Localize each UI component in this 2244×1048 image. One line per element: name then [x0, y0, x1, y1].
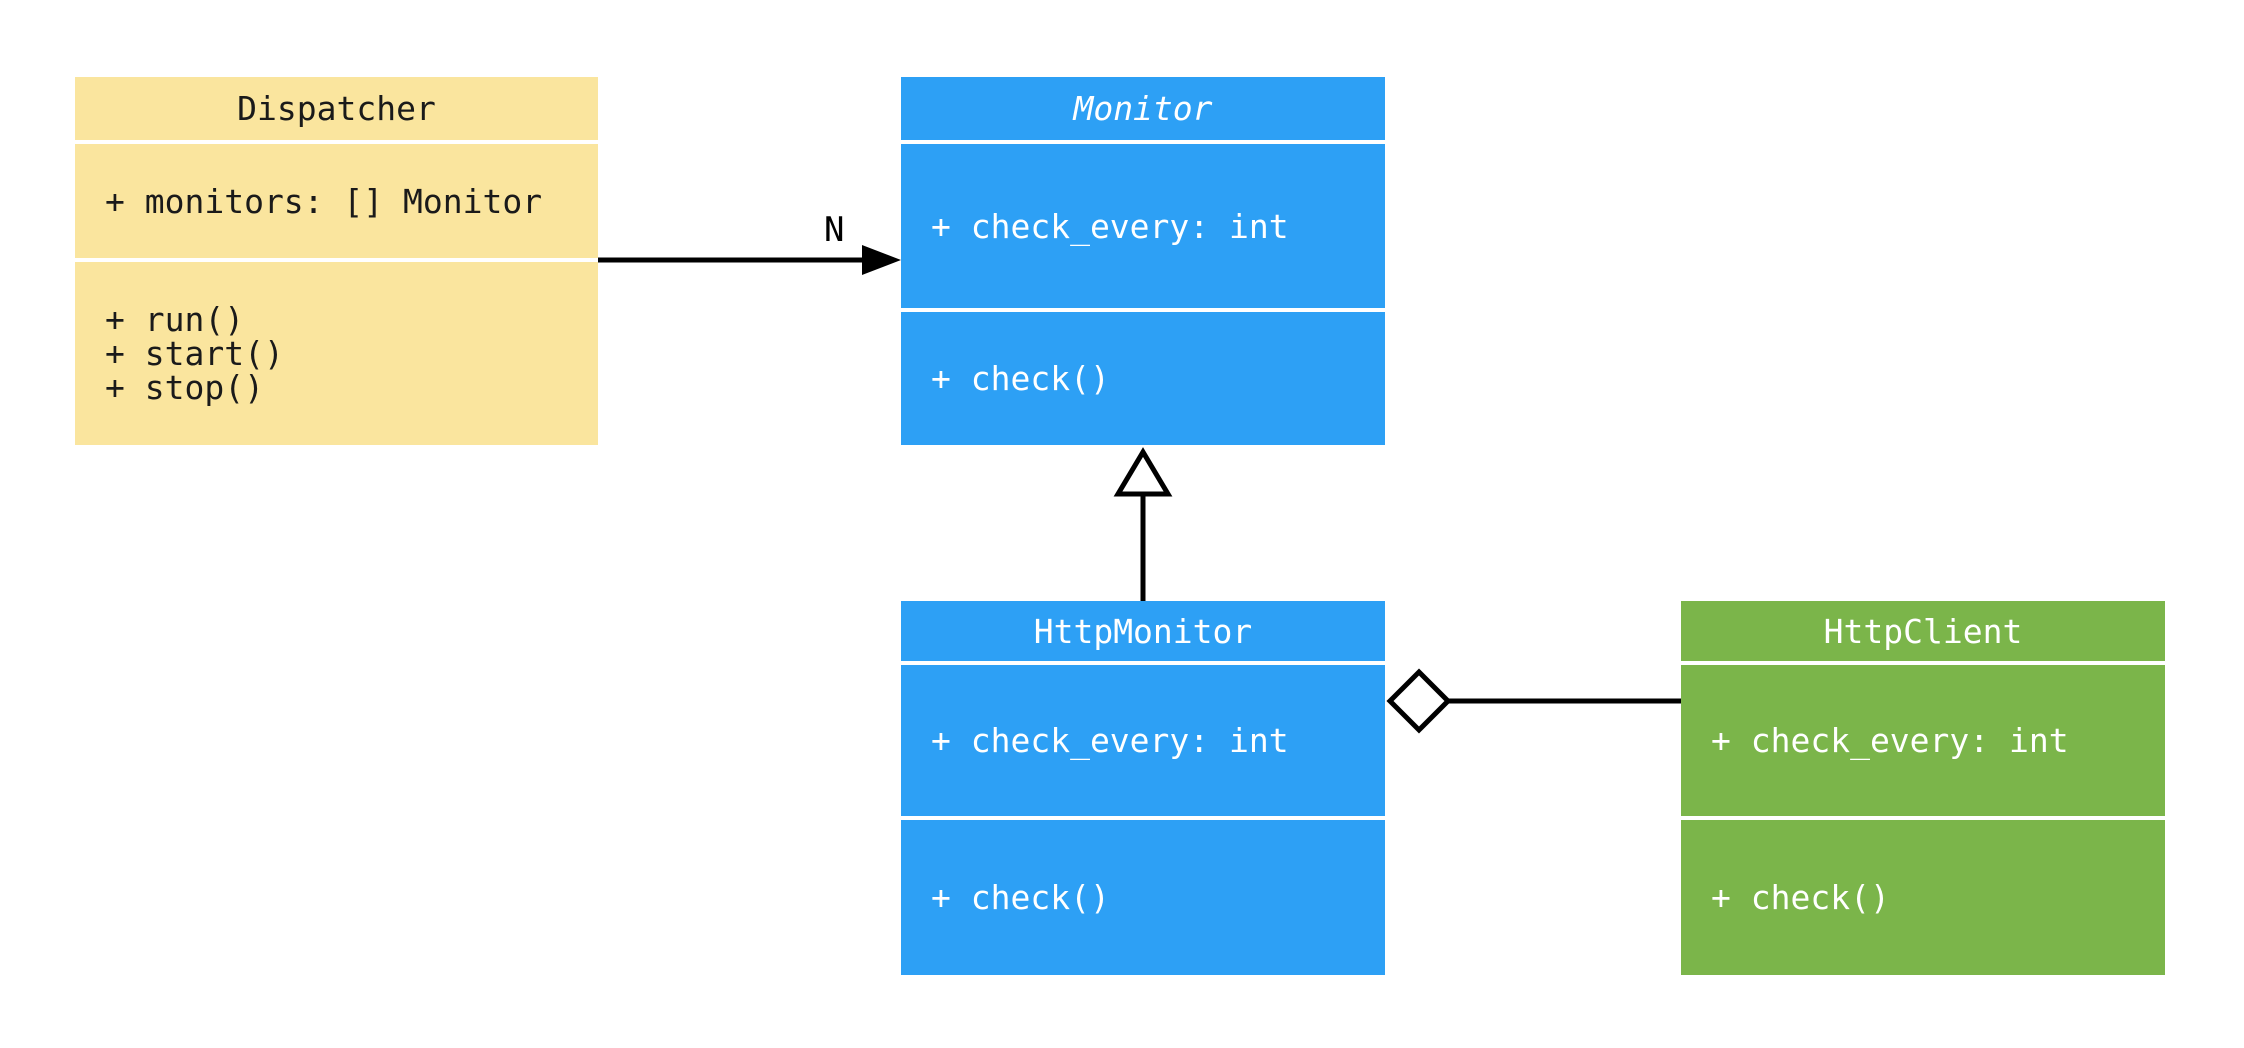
- class-title: Monitor: [901, 77, 1385, 140]
- method-label: + run(): [105, 299, 245, 339]
- class-title: HttpMonitor: [901, 601, 1385, 661]
- inheritance-triangle-icon: [1113, 447, 1173, 497]
- multiplicity-label: N: [824, 210, 845, 250]
- aggregation-diamond-icon: [1386, 668, 1452, 734]
- method-label: + check(): [1711, 877, 1890, 917]
- method-label: + stop(): [105, 367, 264, 407]
- attribute-label: + monitors: [] Monitor: [105, 181, 543, 221]
- class-attributes-section: + check_every: int: [901, 665, 1385, 816]
- class-title: Dispatcher: [75, 77, 598, 140]
- class-name-label: HttpMonitor: [1033, 611, 1253, 651]
- method-label: + start(): [105, 333, 284, 373]
- class-box-monitor[interactable]: Monitor + check_every: int + check(): [901, 77, 1385, 445]
- class-methods-section: + run() + start() + stop(): [75, 262, 598, 445]
- arrowhead-icon: [862, 245, 901, 275]
- class-title: HttpClient: [1681, 601, 2165, 661]
- aggregation-edge-httpmonitor-httpclient[interactable]: [1386, 668, 1681, 734]
- class-attributes-section: + check_every: int: [901, 144, 1385, 308]
- class-name-label: HttpClient: [1823, 611, 2023, 651]
- class-box-httpmonitor[interactable]: HttpMonitor + check_every: int + check(): [901, 601, 1385, 975]
- attribute-label: + check_every: int: [1711, 721, 2069, 760]
- association-edge-dispatcher-monitor[interactable]: [598, 245, 901, 275]
- class-methods-section: + check(): [901, 820, 1385, 975]
- method-label: + check(): [931, 877, 1110, 917]
- method-label: + check(): [931, 358, 1110, 398]
- inheritance-edge-httpmonitor-monitor[interactable]: [1113, 447, 1173, 601]
- attribute-label: + check_every: int: [931, 721, 1289, 760]
- class-box-httpclient[interactable]: HttpClient + check_every: int + check(): [1681, 601, 2165, 975]
- class-methods-section: + check(): [901, 312, 1385, 445]
- class-box-dispatcher[interactable]: Dispatcher + monitors: [] Monitor + run(…: [75, 77, 598, 445]
- attribute-label: + check_every: int: [931, 206, 1289, 246]
- class-methods-section: + check(): [1681, 820, 2165, 975]
- class-attributes-section: + check_every: int: [1681, 665, 2165, 816]
- class-name-label: Dispatcher: [237, 89, 436, 128]
- class-attributes-section: + monitors: [] Monitor: [75, 144, 598, 258]
- class-name-label: Monitor: [1073, 89, 1213, 128]
